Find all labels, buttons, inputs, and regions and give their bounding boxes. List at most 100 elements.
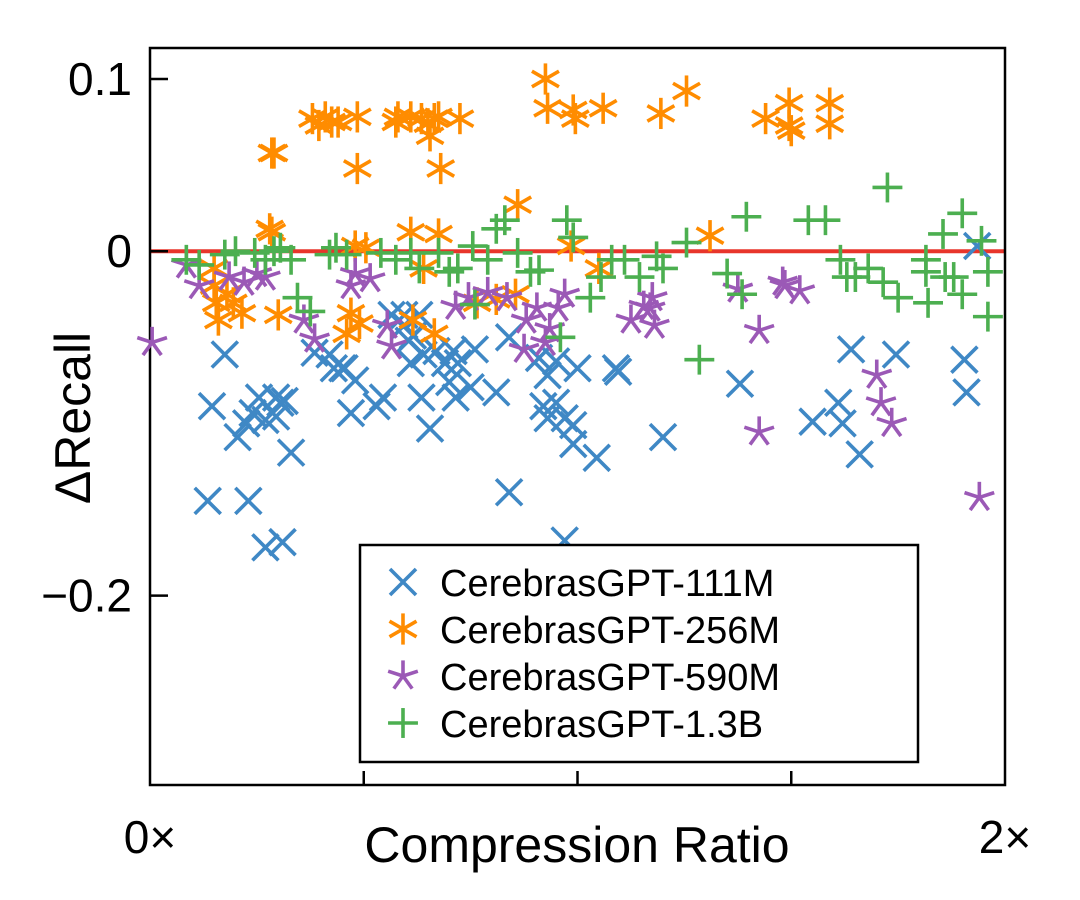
data-point	[743, 416, 775, 446]
data-point	[251, 533, 280, 562]
data-point	[354, 263, 386, 293]
data-point	[648, 253, 678, 284]
data-point	[136, 326, 168, 357]
data-point	[259, 236, 289, 267]
data-point	[731, 201, 762, 232]
data-marks	[136, 63, 1003, 746]
data-point	[342, 152, 372, 185]
data-point	[510, 304, 542, 334]
data-point	[415, 414, 445, 443]
legend-marker	[388, 708, 418, 738]
data-point	[336, 398, 366, 428]
data-point	[836, 335, 866, 364]
legend-label: CerebrasGPT-590M	[440, 657, 780, 699]
data-point	[213, 261, 245, 291]
data-point	[533, 360, 562, 390]
data-point	[259, 137, 289, 169]
data-point	[441, 383, 470, 412]
legend-marker	[388, 613, 418, 645]
data-point	[646, 97, 676, 130]
data-point	[524, 343, 554, 373]
data-point	[751, 103, 781, 135]
data-point	[261, 402, 291, 431]
data-point	[395, 237, 426, 268]
data-point	[624, 262, 655, 292]
data-point	[376, 330, 407, 360]
data-point	[533, 92, 562, 124]
data-point	[295, 296, 326, 327]
data-point	[223, 422, 252, 452]
data-point	[774, 109, 804, 142]
data-point	[563, 354, 592, 383]
data-point	[319, 354, 349, 383]
data-point	[193, 486, 222, 516]
data-point	[282, 282, 313, 313]
legend-label: CerebrasGPT-256M	[440, 610, 780, 652]
data-point	[491, 282, 523, 312]
data-point	[551, 205, 582, 236]
data-point	[503, 189, 533, 221]
series-cerebrasgpt-256m	[199, 63, 845, 350]
legend-marker	[387, 660, 419, 690]
data-point	[883, 282, 914, 313]
data-point	[913, 287, 943, 318]
data-point	[828, 409, 857, 438]
data-point	[950, 345, 979, 374]
data-point	[270, 386, 299, 416]
data-point	[947, 198, 978, 229]
data-point	[558, 222, 589, 253]
data-point	[276, 438, 306, 467]
data-point	[541, 347, 571, 376]
data-point	[810, 205, 841, 236]
data-point	[380, 244, 411, 275]
data-point	[947, 279, 978, 310]
data-point	[582, 443, 612, 473]
data-point	[727, 279, 758, 310]
data-point	[615, 304, 647, 334]
data-point	[443, 348, 473, 378]
data-point	[938, 262, 969, 292]
data-point	[263, 299, 293, 331]
data-point	[853, 253, 884, 284]
data-point	[197, 391, 227, 421]
data-point	[648, 422, 678, 452]
data-point	[331, 239, 362, 270]
data-point	[342, 101, 372, 133]
data-point	[404, 253, 435, 284]
data-point	[609, 244, 640, 275]
data-point	[962, 231, 992, 261]
data-point	[868, 267, 899, 298]
data-point	[171, 244, 202, 275]
data-point	[588, 92, 618, 124]
data-point	[541, 388, 571, 417]
x-tick-label: 0×	[124, 811, 176, 863]
data-point	[966, 225, 997, 256]
data-point	[560, 103, 590, 135]
data-point	[776, 115, 806, 147]
data-point	[972, 301, 1003, 332]
data-point	[865, 387, 897, 417]
data-point	[457, 231, 488, 261]
data-point	[521, 292, 553, 322]
data-point	[634, 292, 666, 322]
data-point	[442, 253, 473, 284]
y-tick-label: 0.1	[68, 53, 132, 105]
data-point	[545, 322, 576, 353]
data-point	[508, 333, 540, 364]
data-point	[603, 357, 633, 387]
data-point	[502, 237, 533, 268]
series-cerebrasgpt-111m	[193, 231, 992, 746]
data-point	[671, 227, 702, 258]
data-point	[575, 282, 606, 313]
axis-ticks: 0.10−0.20×2×	[41, 53, 1031, 863]
data-point	[184, 250, 215, 280]
data-point	[365, 237, 396, 268]
data-point	[472, 244, 503, 275]
data-point	[459, 289, 490, 320]
data-point	[276, 244, 307, 275]
data-point	[368, 383, 398, 412]
data-point	[472, 276, 504, 307]
data-point	[210, 340, 240, 369]
x-tick-label: 2×	[979, 811, 1031, 863]
